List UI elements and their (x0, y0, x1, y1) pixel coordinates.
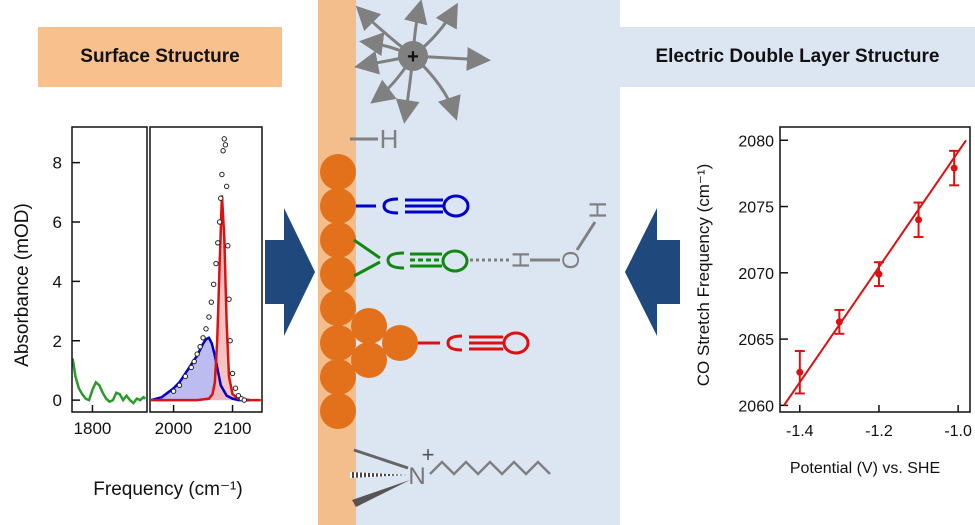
x-tick-label: -1.4 (786, 423, 814, 440)
bridge-co (353, 238, 469, 278)
cation-symbol: + (407, 46, 419, 68)
chart2-ylabel: CO Stretch Frequency (cm⁻¹) (694, 164, 713, 386)
x-tick-label: 1800 (74, 419, 112, 438)
plot-frame (779, 126, 971, 413)
y-tick-label: 2065 (738, 332, 774, 349)
hydride-atom: H (380, 124, 399, 154)
data-point-marker (213, 260, 219, 267)
ammonium-cation: N + (350, 442, 551, 507)
y-tick-label: 4 (53, 272, 62, 291)
x-tick-label: 2100 (214, 419, 252, 438)
data-point-marker (218, 195, 224, 201)
y-tick-label: 0 (53, 391, 62, 410)
y-tick-label: 2080 (738, 133, 774, 150)
spectrum-fill-1 (151, 337, 251, 401)
plot-frame-1 (149, 126, 263, 413)
plot-frame-0 (71, 126, 148, 413)
data-point-marker (225, 243, 231, 249)
y-tick-label: 2070 (738, 266, 774, 283)
y-tick-label: 2075 (738, 200, 774, 217)
y-tick-label: 8 (53, 154, 62, 173)
data-point-marker (226, 296, 232, 302)
ammonium-atom: N (408, 463, 425, 490)
y-tick-label: 2060 (738, 398, 774, 415)
data-point-marker (208, 299, 215, 305)
data-point-marker (220, 148, 226, 154)
data-point-marker (194, 351, 200, 357)
data-point (835, 318, 843, 326)
solution-region (318, 0, 620, 525)
data-point-marker (206, 314, 212, 320)
water-o: O (558, 251, 585, 270)
x-tick-label: 2000 (155, 419, 193, 438)
data-point-marker (216, 219, 223, 225)
arrow-from-right (625, 208, 680, 336)
data-point-marker (219, 171, 225, 178)
fit-line (783, 139, 967, 406)
edl-structure-banner: Electric Double Layer Structure (620, 27, 975, 87)
arrow-from-left (265, 208, 315, 336)
ammonium-charge: + (422, 442, 435, 467)
data-point-marker (200, 335, 206, 341)
data-point-marker (203, 326, 209, 332)
surface-hydride: H (350, 124, 398, 154)
step-co (418, 331, 530, 355)
spectrum-line-2 (151, 195, 261, 402)
water-h2: H (585, 201, 612, 218)
data-point (796, 368, 804, 376)
surface-structure-banner: Surface Structure (38, 27, 282, 87)
y-tick-label: 6 (53, 213, 62, 232)
x-tick-label: -1.2 (865, 423, 893, 440)
data-point-marker (197, 343, 203, 350)
spectrum-line-0 (71, 358, 147, 405)
data-point-marker (188, 364, 194, 371)
data-point-marker (182, 373, 189, 380)
data-point-marker (221, 136, 227, 142)
data-point-marker (241, 397, 248, 403)
data-point (950, 164, 958, 172)
data-point (875, 270, 883, 278)
x-tick-label: -1.0 (944, 423, 972, 440)
chart1-xlabel: Frequency (cm⁻¹) (93, 479, 242, 500)
hydrogen-bonded-water: H O H (470, 201, 612, 269)
data-point-marker (191, 358, 197, 365)
edl-structure-title: Electric Double Layer Structure (655, 46, 940, 67)
surface-structure-title: Surface Structure (80, 46, 240, 67)
data-point-marker (176, 382, 183, 388)
chart2-xlabel: Potential (V) vs. SHE (790, 460, 940, 477)
data-point-marker (223, 183, 230, 190)
data-point (915, 216, 923, 224)
atop-co (356, 194, 470, 218)
data-point-marker (232, 385, 239, 391)
water-h1: H (508, 251, 535, 268)
solvated-cation: + (354, 0, 491, 124)
data-point-marker (229, 370, 236, 377)
copper-atoms (320, 154, 418, 429)
data-point-marker (210, 281, 217, 288)
data-point-marker (215, 240, 221, 246)
spectrum-line-1 (150, 336, 251, 402)
cation-circle (398, 41, 428, 71)
ir-spectrum-chart: Absorbance (mOD) Frequency (cm⁻¹) 0 2 4 6 8 1… (12, 126, 263, 500)
chart1-ylabel: Absorbance (mOD) (12, 203, 33, 367)
data-point-marker (170, 388, 177, 394)
data-point-marker (222, 142, 229, 148)
stark-tuning-chart: CO Stretch Frequency (cm⁻¹) Potential (V… (694, 126, 972, 477)
y-tick-label: 2 (53, 332, 62, 351)
data-point-marker (227, 338, 233, 344)
